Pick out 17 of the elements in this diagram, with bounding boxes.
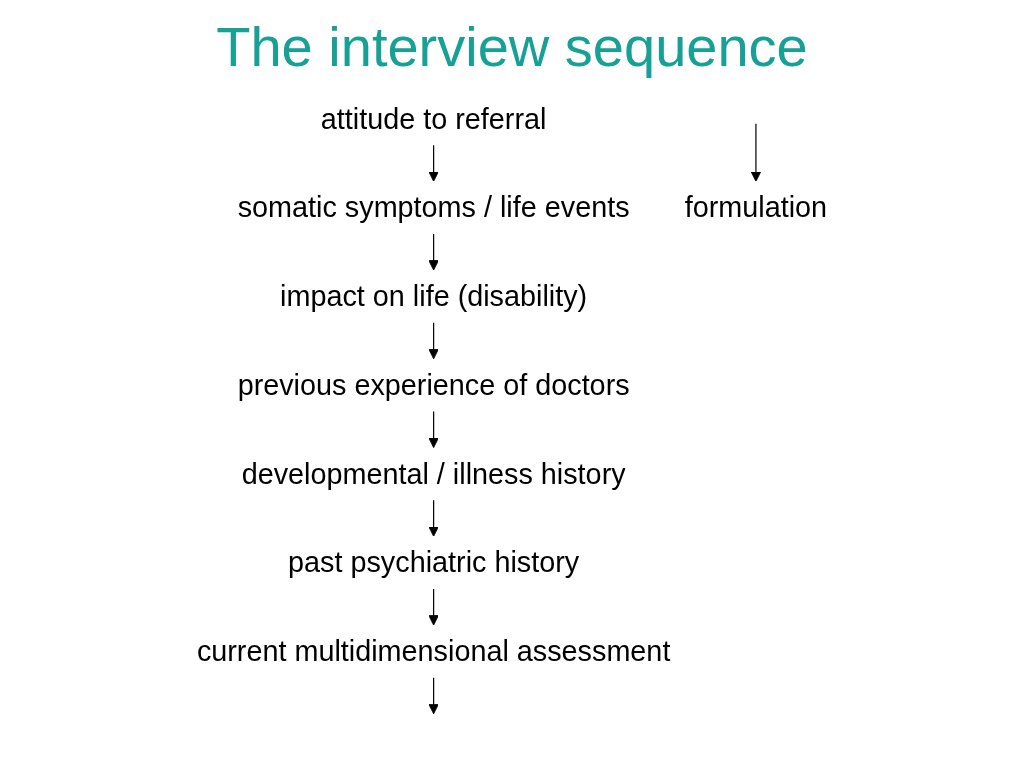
arrow bbox=[428, 322, 439, 360]
node-text: developmental / illness history bbox=[241, 457, 626, 490]
arrow bbox=[750, 123, 762, 182]
node-text: current multidimensional assessment bbox=[196, 634, 671, 668]
node-text: attitude to referral bbox=[320, 102, 547, 135]
node-text: past psychiatric history bbox=[288, 545, 580, 579]
arrow bbox=[428, 588, 439, 626]
arrow bbox=[428, 677, 439, 715]
node-text: somatic symptoms / life events bbox=[237, 190, 630, 224]
arrow bbox=[428, 411, 439, 449]
node-text: impact on life (disability) bbox=[280, 279, 588, 313]
title: The interview sequence bbox=[215, 14, 809, 79]
arrow bbox=[428, 144, 439, 182]
arrow bbox=[428, 499, 439, 537]
node-text: formulation bbox=[684, 190, 828, 224]
node-text: previous experience of doctors bbox=[237, 368, 630, 401]
arrow bbox=[428, 233, 439, 271]
